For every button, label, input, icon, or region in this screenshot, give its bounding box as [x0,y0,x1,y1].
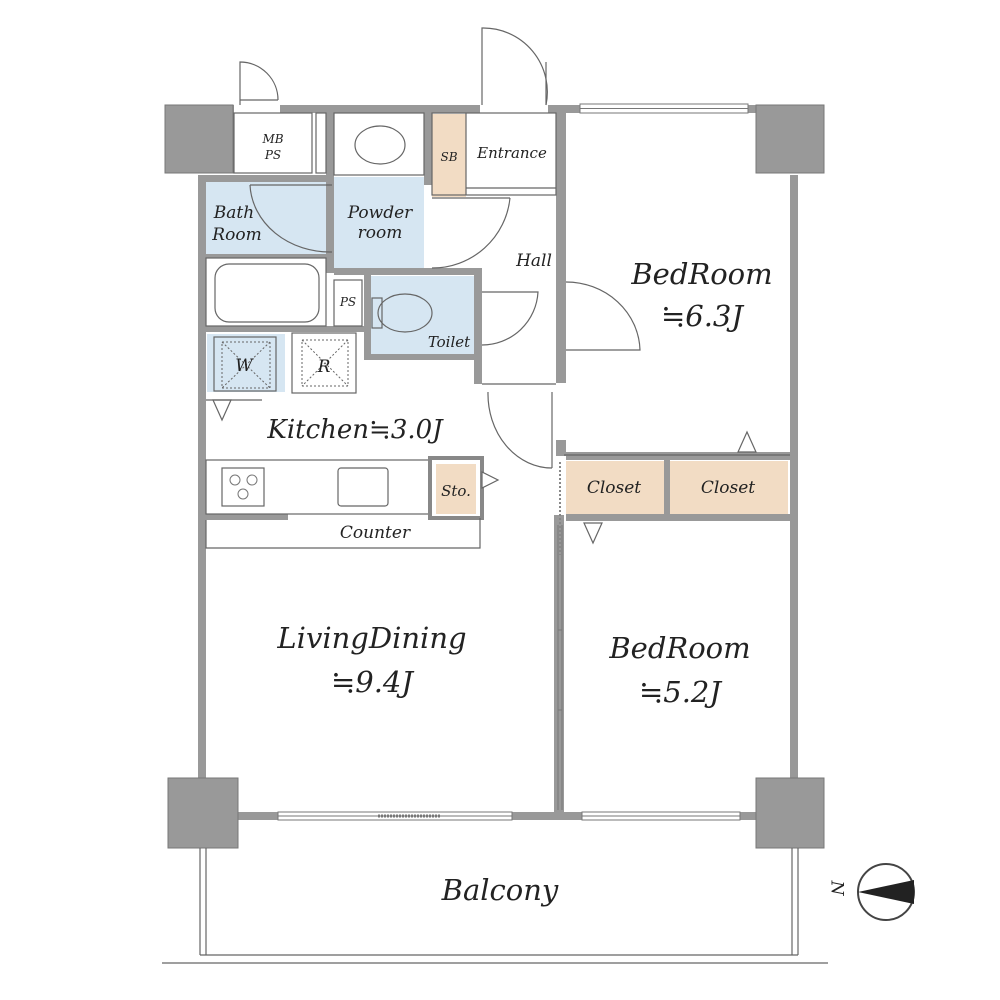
column-se [755,777,825,849]
toilet-bowl-icon [371,293,433,333]
room-label: Room [211,225,261,245]
sb-fill [432,114,466,197]
triangle-marker-icon [737,430,757,453]
doors [239,27,641,810]
triangle-marker-icon [212,399,232,422]
balcony-area [162,848,828,964]
washer-label: W [235,356,254,376]
storage-label: Sto. [441,482,471,500]
storage-fill [436,464,476,514]
closet2-fill [670,461,788,514]
room-labels: MB PS SB Entrance Bath Room Powder room … [211,132,772,907]
column-sw [167,777,239,849]
toilet-fill [370,276,476,354]
kitchen-label: Kitchen≒3.0J [266,415,444,445]
bedroom1-name: BedRoom [630,257,772,291]
counter-label: Counter [340,523,411,543]
powder-room-label: room [358,223,403,243]
closet2-label: Closet [701,478,755,498]
fridge-icon [291,332,357,394]
room-outlines [205,112,790,549]
columns [164,104,825,849]
bath-label: Bath [213,203,254,223]
column-nw [164,104,234,174]
washer-space-fill [207,334,285,392]
sink-icon [354,125,406,165]
sb-label: SB [440,150,457,164]
ps-label: PS [264,148,281,162]
windows [277,103,749,821]
ps-shaft-label: PS [339,295,356,309]
fixtures [206,125,757,545]
north-label: N [827,880,847,897]
bath-room-fill [206,182,332,254]
kitchen-sink-icon [337,467,389,507]
fridge-label: R [317,357,331,377]
compass-icon: N [827,863,915,921]
storage-fills [432,114,788,514]
entrance-label: Entrance [476,144,547,162]
column-ne [755,104,825,174]
closet1-label: Closet [587,478,641,498]
powder-label: Powder [347,203,413,223]
balcony-label: Balcony [441,873,559,907]
powder-room-fill [334,177,424,270]
wet-area-fills [206,177,476,392]
hall-label: Hall [515,251,552,271]
mb-label: MB [261,132,283,146]
triangle-marker-icon [481,471,500,489]
toilet-label: Toilet [428,333,471,351]
closet1-fill [566,461,664,514]
washer-icon [213,336,277,392]
stove-icon [221,467,265,507]
living-name: LivingDining [276,621,466,655]
bedroom1-size: ≒6.3J [661,299,744,333]
bedroom2-size: ≒5.2J [639,675,722,709]
triangle-marker-icon [583,522,603,545]
bedroom2-name: BedRoom [608,631,750,665]
interior-walls [206,113,790,812]
living-size: ≒9.4J [331,665,414,699]
